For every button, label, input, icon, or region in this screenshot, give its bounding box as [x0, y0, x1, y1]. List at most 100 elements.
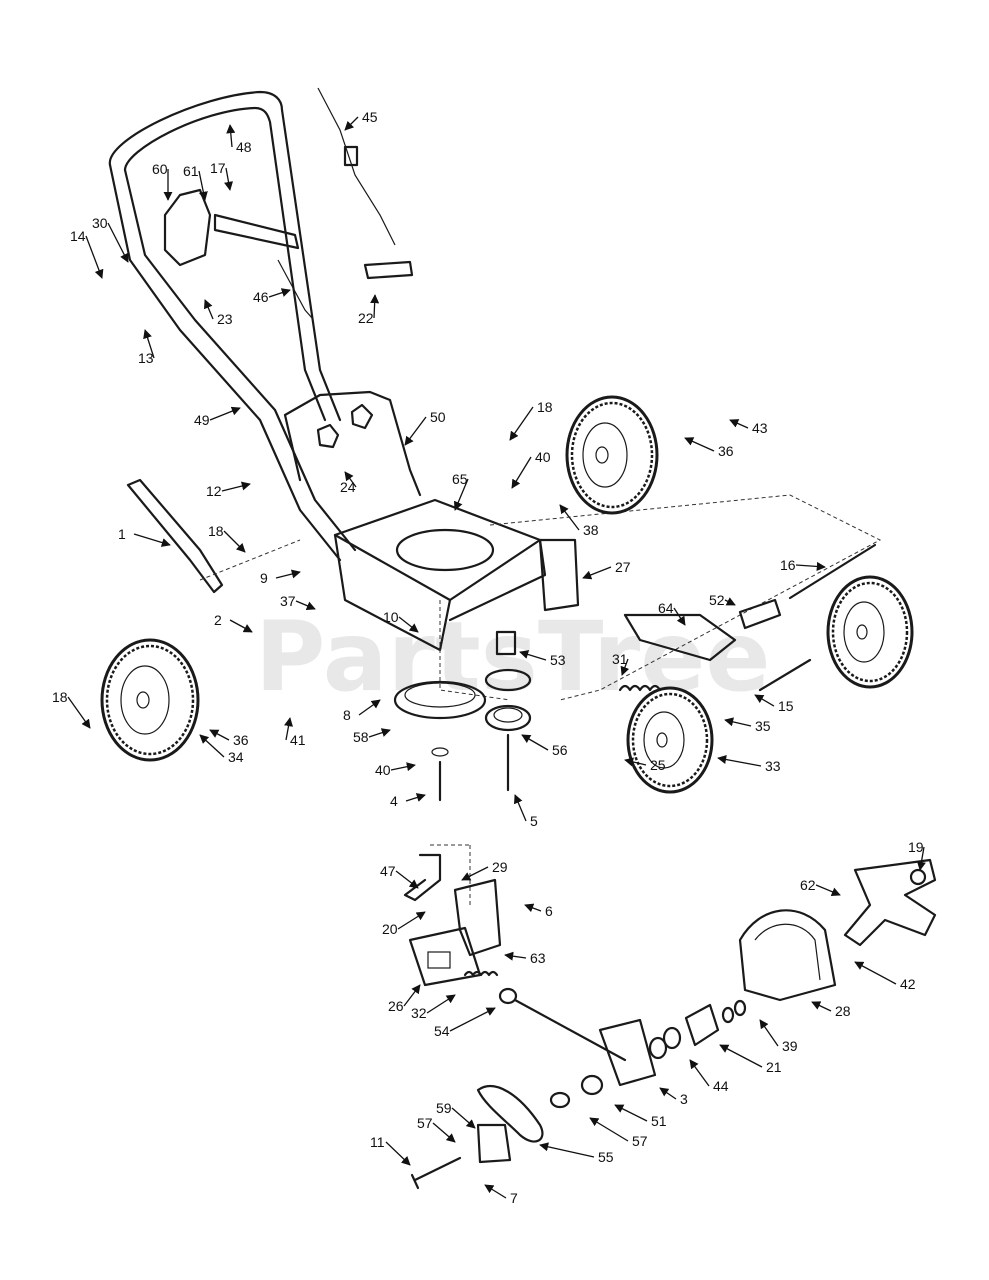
callout-label-8: 8 — [343, 707, 351, 723]
callout-label-18: 18 — [208, 523, 224, 539]
callout-arrow-62 — [815, 884, 841, 897]
frame-opening — [395, 528, 495, 572]
wheel-far-right — [826, 575, 914, 689]
callout-label-52: 52 — [709, 592, 725, 608]
callout-label-28: 28 — [835, 1003, 851, 1019]
callout-label-18: 18 — [52, 689, 68, 705]
callout-arrow-25 — [624, 757, 647, 767]
callout-label-65: 65 — [452, 471, 468, 487]
callout-label-3: 3 — [680, 1091, 688, 1107]
callout-label-45: 45 — [362, 109, 378, 125]
callout-label-21: 21 — [766, 1059, 782, 1075]
callout-label-42: 42 — [900, 976, 916, 992]
callout-label-48: 48 — [236, 139, 252, 155]
callout-label-35: 35 — [755, 718, 771, 734]
callout-arrow-6 — [524, 903, 542, 913]
washer-39b — [733, 999, 747, 1017]
callout-label-22: 22 — [358, 310, 374, 326]
callout-arrow-58 — [368, 728, 391, 738]
control-bracket — [163, 188, 212, 267]
blade-guard-28 — [738, 909, 837, 1002]
callout-label-34: 34 — [228, 749, 244, 765]
callout-label-49: 49 — [194, 412, 210, 428]
upper-handle-inner — [123, 106, 327, 422]
callout-arrow-64 — [673, 607, 686, 626]
callout-label-5: 5 — [530, 813, 538, 829]
callout-label-60: 60 — [152, 161, 168, 177]
callout-arrow-42 — [854, 961, 897, 985]
callout-arrow-18 — [509, 406, 534, 441]
callout-arrow-18 — [67, 696, 91, 729]
handle-brace — [126, 478, 224, 594]
cable-clip-22 — [363, 260, 414, 280]
handle-bracket — [283, 390, 422, 497]
callout-label-10: 10 — [383, 609, 399, 625]
callout-arrow-8 — [358, 699, 381, 716]
callout-arrow-53 — [519, 650, 547, 661]
callout-arrow-5 — [514, 794, 527, 822]
callout-arrow-55 — [539, 1142, 595, 1158]
callout-label-12: 12 — [206, 483, 222, 499]
cable-clip — [343, 145, 359, 167]
frame-flap — [538, 538, 580, 612]
wheel-lower-right — [626, 686, 714, 794]
callout-label-43: 43 — [752, 420, 768, 436]
callout-arrow-36 — [684, 437, 715, 452]
callout-arrow-32 — [426, 994, 456, 1014]
callout-label-9: 9 — [260, 570, 268, 586]
axle-16 — [788, 543, 877, 600]
callout-label-61: 61 — [183, 163, 199, 179]
callout-arrow-12 — [221, 481, 251, 492]
housing-26 — [408, 926, 482, 987]
callout-label-13: 13 — [138, 350, 154, 366]
callout-label-55: 55 — [598, 1149, 614, 1165]
callout-label-63: 63 — [530, 950, 546, 966]
callout-arrow-11 — [385, 1141, 411, 1166]
callout-arrow-4 — [405, 793, 426, 802]
callout-arrow-28 — [811, 1001, 832, 1012]
callout-label-27: 27 — [615, 559, 631, 575]
callout-arrow-23 — [203, 299, 214, 320]
callout-arrow-20 — [397, 911, 426, 930]
callout-arrow-31 — [620, 658, 630, 676]
callout-arrow-1 — [133, 533, 171, 547]
callout-label-32: 32 — [411, 1005, 427, 1021]
callout-arrow-30 — [107, 222, 129, 263]
callout-arrow-56 — [521, 734, 549, 751]
callout-arrow-43 — [729, 419, 749, 429]
washer-39a — [721, 1006, 735, 1024]
callout-label-62: 62 — [800, 877, 816, 893]
callout-label-31: 31 — [612, 651, 628, 667]
upper-assembly — [108, 87, 422, 594]
callout-label-41: 41 — [290, 732, 306, 748]
knob-left — [316, 423, 340, 449]
callout-arrow-29 — [461, 866, 489, 881]
callout-label-54: 54 — [434, 1023, 450, 1039]
callout-label-19: 19 — [908, 839, 924, 855]
callout-arrow-63 — [504, 951, 527, 961]
callout-label-59: 59 — [436, 1100, 452, 1116]
nut-19 — [909, 868, 927, 886]
lower-handle-inner — [123, 168, 357, 552]
callout-arrow-54 — [449, 1007, 496, 1032]
callout-label-57: 57 — [632, 1133, 648, 1149]
bracket-63 — [453, 878, 502, 957]
callout-arrow-19 — [916, 846, 926, 871]
callout-label-16: 16 — [780, 557, 796, 573]
callout-label-2: 2 — [214, 612, 222, 628]
callout-label-25: 25 — [650, 757, 666, 773]
wheel-left — [100, 638, 200, 762]
callout-arrow-21 — [719, 1044, 763, 1068]
callout-label-47: 47 — [380, 863, 396, 879]
pulley-upper — [484, 668, 532, 692]
callout-arrow-40 — [511, 456, 532, 489]
callout-arrow-16 — [795, 561, 826, 571]
control-cable — [317, 87, 396, 246]
callout-arrow-36 — [209, 729, 230, 741]
bracket-64 — [623, 613, 737, 662]
callout-label-57: 57 — [417, 1115, 433, 1131]
callout-label-56: 56 — [552, 742, 568, 758]
callout-label-46: 46 — [253, 289, 269, 305]
callout-arrow-57 — [589, 1117, 629, 1142]
